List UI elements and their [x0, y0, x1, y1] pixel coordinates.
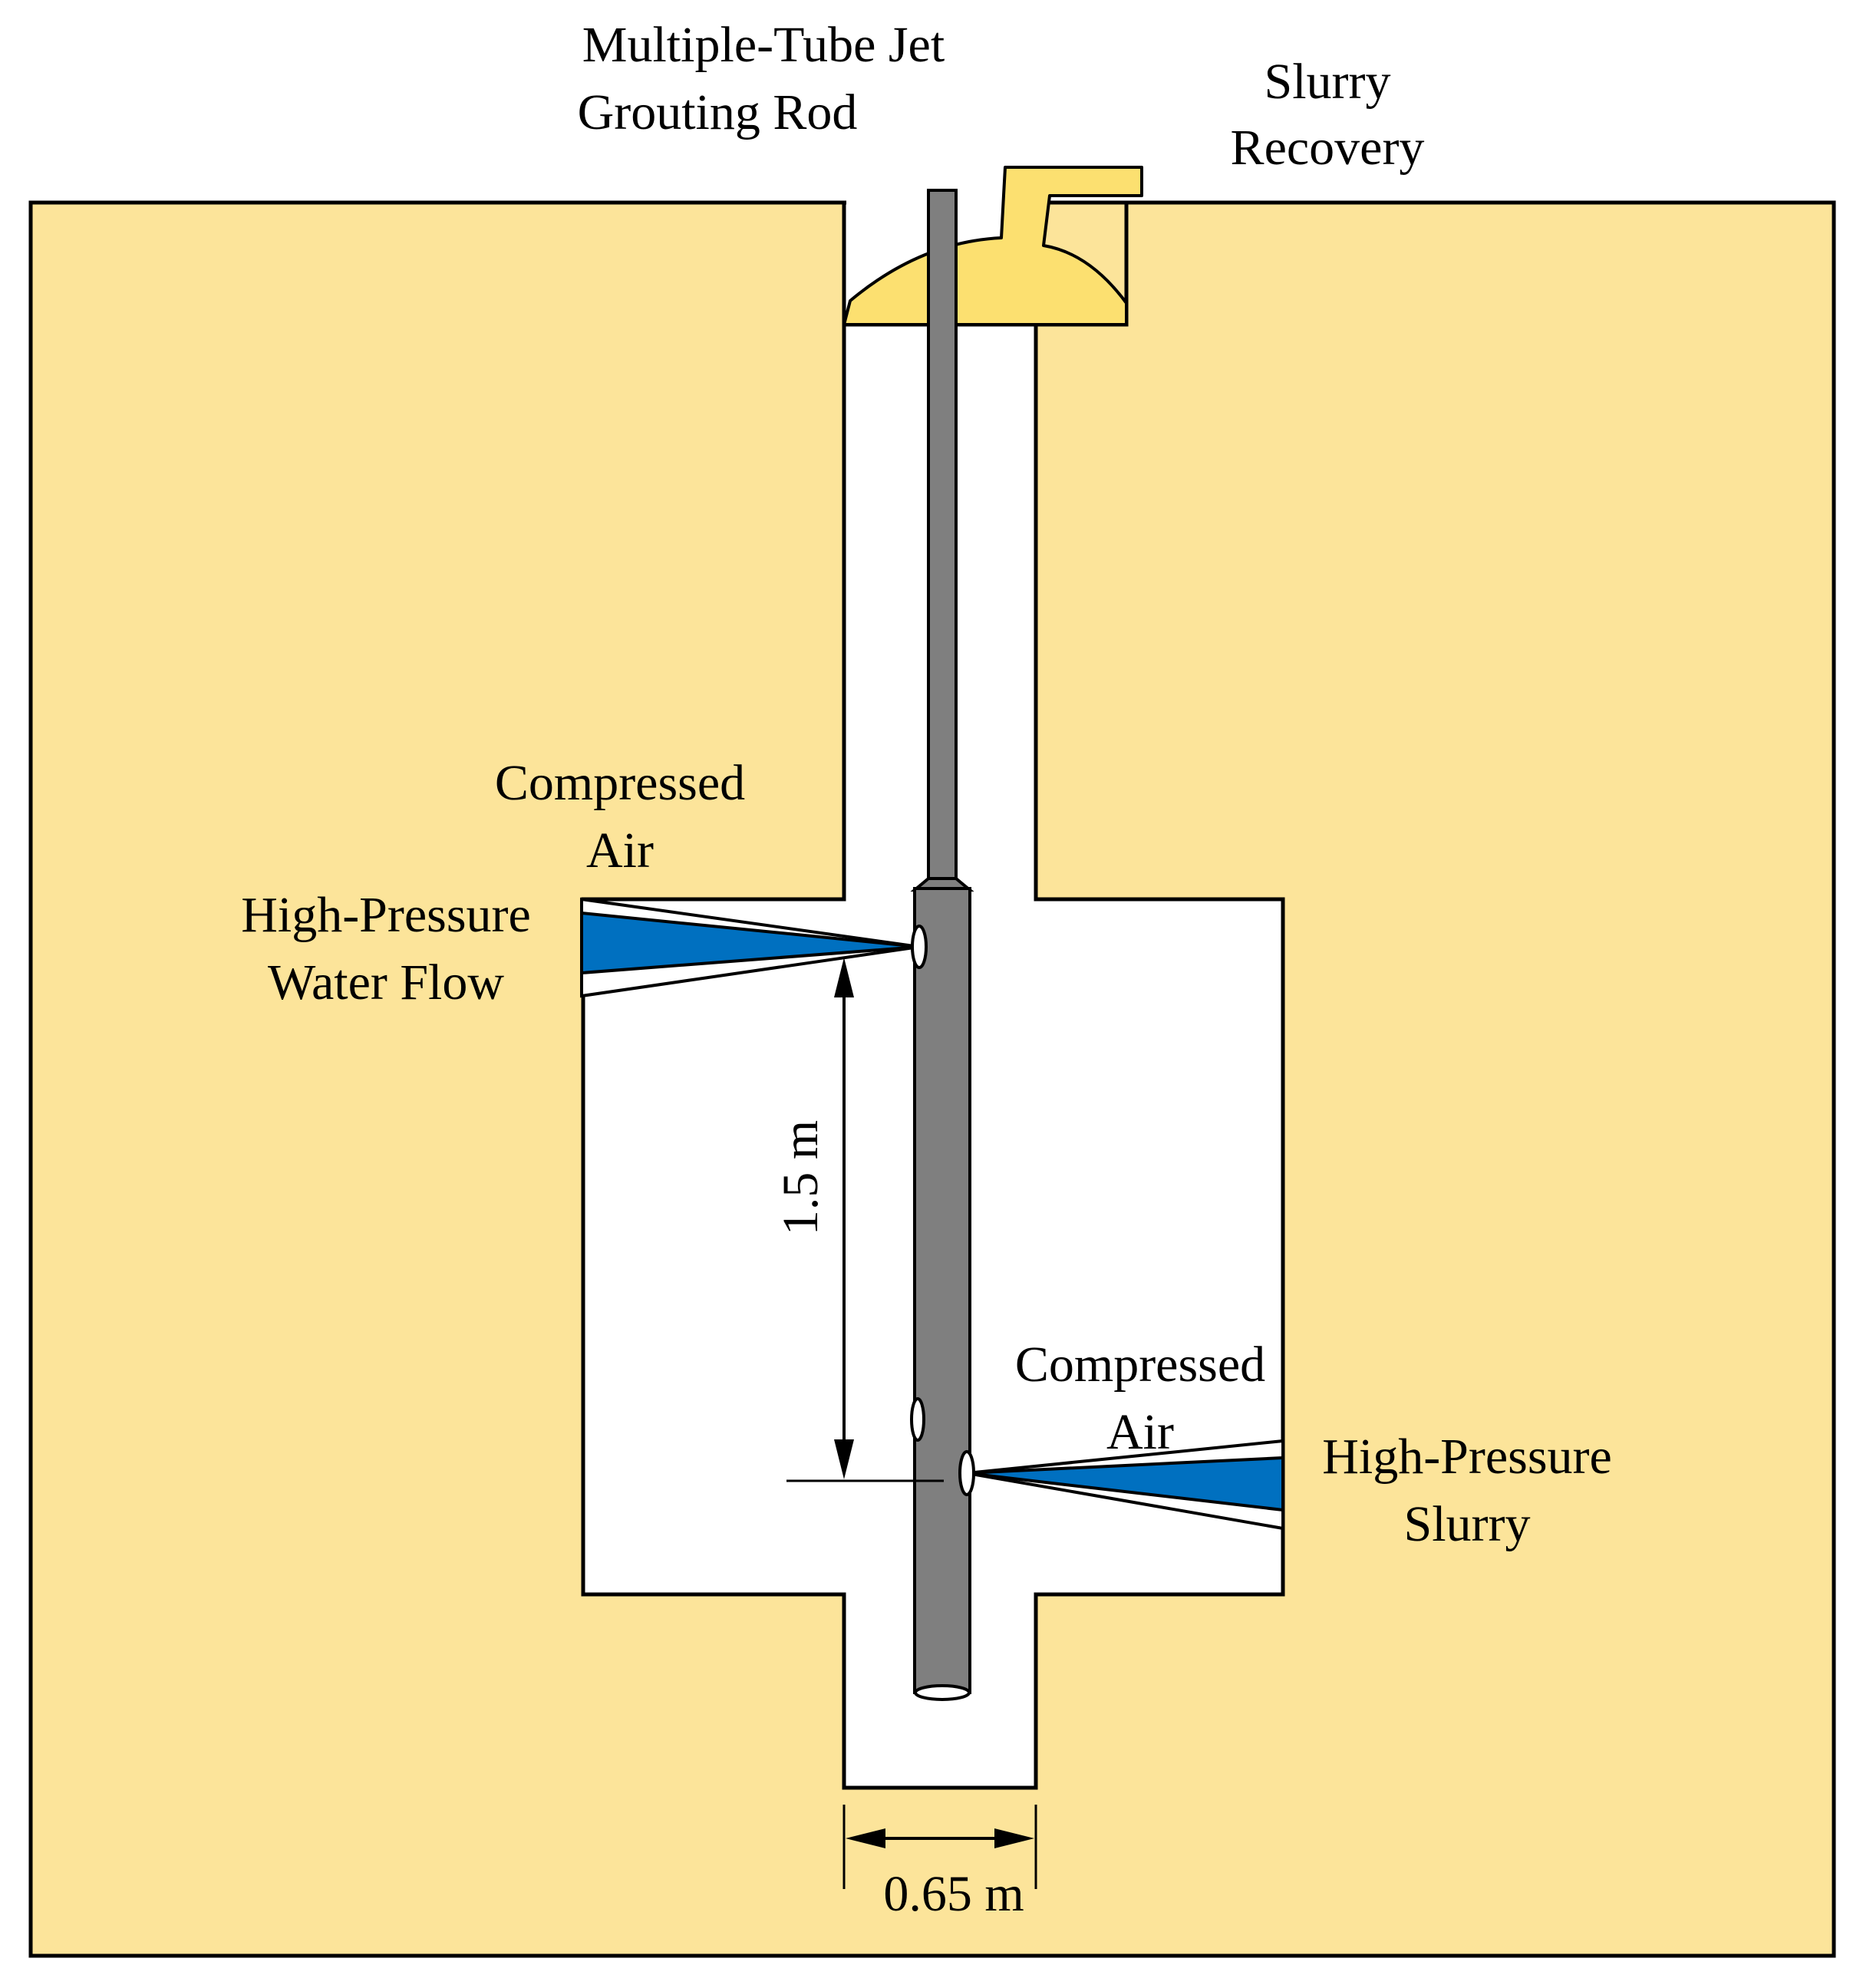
dimension-vertical-arrow-bottom: [834, 1439, 854, 1479]
slurry-jet: [966, 1456, 1284, 1512]
water-nozzle: [911, 925, 928, 969]
slurry-nozzle: [958, 1450, 975, 1496]
grouting-rod-upper: [927, 189, 958, 882]
label-air-upper-line1: Compressed: [495, 755, 745, 811]
label-rod-line1: Multiple-Tube Jet: [582, 17, 945, 73]
water-jet: [580, 911, 920, 975]
label-air-lower-line1: Compressed: [1015, 1337, 1265, 1393]
dimension-vertical-arrow-top: [834, 958, 854, 997]
label-water-flow-line1: High-Pressure: [241, 887, 531, 943]
label-slurry-recovery-line1: Slurry: [1265, 54, 1391, 110]
label-slurry-recovery-line2: Recovery: [1231, 120, 1425, 176]
label-air-lower-line2: Air: [1106, 1404, 1174, 1460]
label-rod-line2: Grouting Rod: [578, 84, 858, 140]
dimension-horizontal-label: 0.65 m: [883, 1866, 1024, 1922]
grouting-rod-monitor: [913, 887, 971, 1694]
rod-bottom-opening: [914, 1684, 971, 1701]
label-slurry-jet-line1: High-Pressure: [1322, 1429, 1612, 1485]
rod-hole-middle: [910, 1397, 925, 1442]
slurry-recovery-device: [842, 166, 1143, 326]
label-air-upper-line2: Air: [586, 823, 654, 879]
label-slurry-jet-line2: Slurry: [1404, 1496, 1531, 1552]
dimension-horizontal-arrow-left: [846, 1828, 885, 1848]
dimension-horizontal-arrow-right: [994, 1828, 1034, 1848]
label-water-flow-line2: Water Flow: [268, 954, 504, 1010]
dimension-vertical-label: 1.5 m: [773, 1120, 829, 1235]
